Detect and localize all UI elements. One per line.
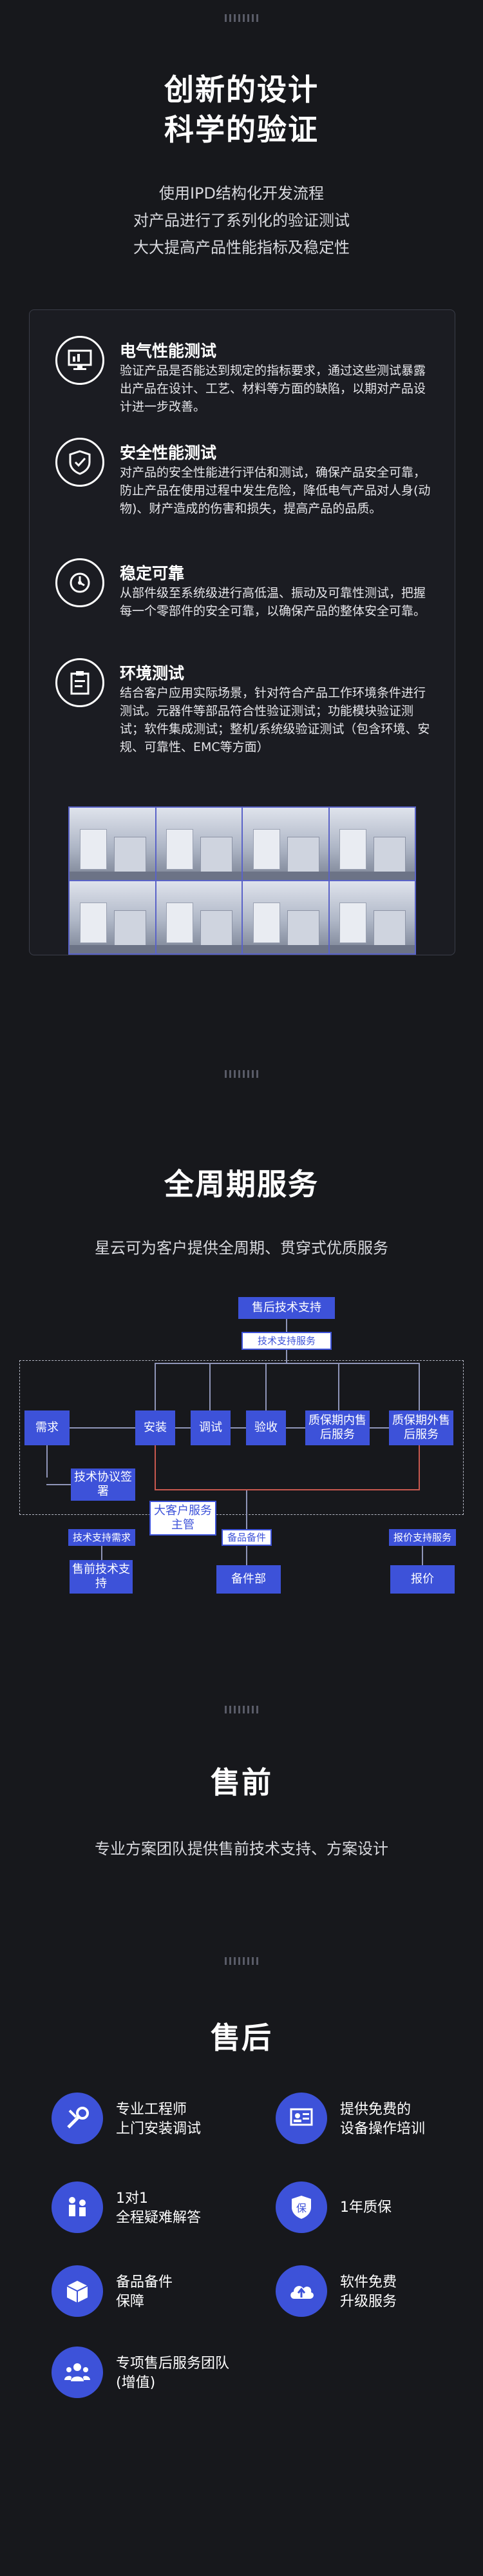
service-item: 提供免费的设备操作培训: [276, 2093, 456, 2144]
service-item: 专项售后服务团队(增值): [52, 2347, 264, 2398]
service-item: 软件免费升级服务: [276, 2265, 456, 2317]
feature-title: 环境测试: [120, 664, 185, 683]
intro-line2: 对产品进行了系列化的验证测试: [133, 211, 350, 229]
service-item: 专业工程师上门安装调试: [52, 2093, 232, 2144]
debug-box: 调试: [191, 1410, 231, 1445]
intro-line3: 大大提高产品性能指标及稳定性: [133, 239, 350, 257]
svg-text:保: 保: [296, 2202, 307, 2214]
box-icon: [52, 2265, 103, 2317]
one-to-one-icon: [52, 2181, 103, 2233]
feature-text: 结合客户应用实际场景，针对符合产品工作环境条件进行测试。元器件等部品符合性验证测…: [120, 686, 430, 754]
service-item: 保 1年质保: [276, 2181, 456, 2233]
section-subtitle: 星云可为客户提供全周期、贯穿式优质服务: [95, 1239, 388, 1257]
quote-box: 报价: [390, 1565, 455, 1594]
demand-box: 需求: [24, 1410, 70, 1445]
lab-photo: [243, 881, 328, 953]
section-title-line1: 创新的设计: [164, 72, 319, 107]
install-box: 安装: [135, 1410, 175, 1445]
section-title: 售后: [211, 2020, 272, 2055]
lab-photo: [243, 808, 328, 880]
feature-text: 对产品的安全性能进行评估和测试，确保产品安全可靠，防止产品在使用过程中发生危险，…: [120, 465, 431, 516]
tech-agreement-box: 技术协议签署: [71, 1469, 135, 1501]
clipboard-icon: [55, 658, 104, 707]
cloud-upgrade-icon: [276, 2265, 327, 2317]
lab-photo: [70, 808, 155, 880]
section-divider: [222, 14, 261, 22]
shield-icon: [55, 438, 104, 487]
spare-dept-box: 备件部: [216, 1565, 281, 1594]
service-flow-chart: 售后技术支持 技术支持服务 需求 安装 调试 验收 质保期内售后服务 质保期外售…: [0, 1289, 483, 1612]
lab-photo: [329, 808, 415, 880]
training-icon: [276, 2093, 327, 2144]
lab-photo: [329, 881, 415, 953]
section-title-line2: 科学的验证: [164, 112, 319, 147]
feature-text: 从部件级至系统级进行高低温、振动及可靠性测试，把握每一个零部件的安全可靠，以确保…: [120, 586, 426, 618]
presales-support-box: 售前技术支持: [70, 1560, 133, 1594]
team-icon: [52, 2347, 103, 2398]
stability-icon: [55, 558, 104, 607]
section-divider: [222, 1706, 261, 1713]
testing-card: 电气性能测试 验证产品是否能达到规定的指标要求，通过这些测试暴露出产品在设计、工…: [29, 309, 455, 955]
feature-text: 验证产品是否能达到规定的指标要求，通过这些测试暴露出产品在设计、工艺、材料等方面…: [120, 364, 426, 414]
section-divider: [222, 1957, 261, 1965]
monitor-icon: [55, 336, 104, 385]
section-title: 全周期服务: [164, 1167, 319, 1202]
lab-photo-grid: [68, 806, 416, 955]
section-title: 售前: [211, 1765, 272, 1800]
tools-icon: [52, 2093, 103, 2144]
feature-title: 电气性能测试: [120, 342, 217, 360]
intro-line1: 使用IPD结构化开发流程: [158, 184, 325, 202]
warranty-out-box: 质保期外售后服务: [389, 1410, 453, 1445]
tech-support-service-box: 技术支持服务: [242, 1332, 332, 1350]
feature-title: 稳定可靠: [120, 564, 185, 583]
warranty-icon: 保: [276, 2181, 327, 2233]
section-divider: [222, 1070, 261, 1078]
lab-photo: [70, 881, 155, 953]
service-item: 备品备件保障: [52, 2265, 232, 2317]
after-sales-support-box: 售后技术支持: [238, 1297, 335, 1319]
lab-photo: [156, 881, 242, 953]
acceptance-box: 验收: [246, 1410, 286, 1445]
lab-photo: [156, 808, 242, 880]
quote-support-label: 报价支持服务: [389, 1529, 456, 1546]
spare-parts-label: 备品备件: [222, 1529, 272, 1546]
section-subtitle: 专业方案团队提供售前技术支持、方案设计: [95, 1840, 388, 1858]
key-account-box: 大客户服务主管: [149, 1501, 216, 1536]
tech-demand-label: 技术支持需求: [68, 1529, 135, 1546]
warranty-in-box: 质保期内售后服务: [305, 1410, 370, 1445]
feature-title: 安全性能测试: [120, 444, 217, 462]
